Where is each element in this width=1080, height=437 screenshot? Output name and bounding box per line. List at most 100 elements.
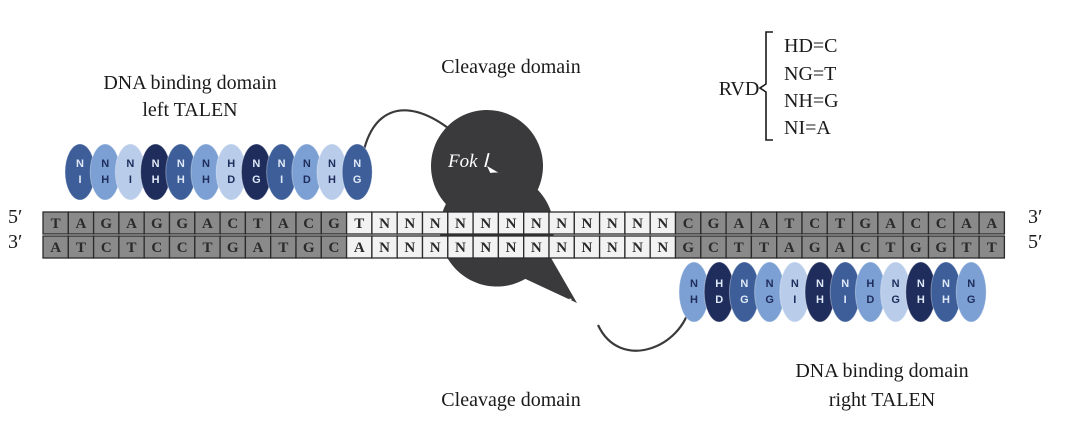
left-talen-title-line1: DNA binding domain — [103, 72, 276, 94]
repeat-rvd-top: N — [917, 278, 925, 290]
repeat-rvd-bottom: H — [690, 294, 698, 306]
dna-bottom-base: T — [76, 240, 86, 256]
dna-top-base: C — [303, 216, 314, 232]
dna-bottom-base: A — [784, 240, 795, 256]
left-tale-repeat: NH — [190, 143, 222, 201]
right-tale-repeat: NI — [779, 261, 811, 323]
repeat-rvd-bottom: H — [917, 294, 925, 306]
dna-top-base: C — [683, 216, 694, 232]
right-tale-repeat: NH — [930, 261, 962, 323]
repeat-oval — [341, 143, 373, 201]
dna-bottom-base: T — [886, 240, 896, 256]
dna-bottom-base: N — [480, 240, 491, 256]
rvd-legend-title: RVD — [719, 78, 760, 100]
dna-bottom-base: C — [860, 240, 871, 256]
dna-top-base: A — [202, 216, 213, 232]
dna-top-base: A — [76, 216, 87, 232]
right-tale-repeat: NG — [754, 261, 786, 323]
rvd-legend-item: NI=A — [784, 117, 831, 139]
dna-top-base: A — [986, 216, 997, 232]
left-tale-repeat: NI — [266, 143, 298, 201]
dna-top-base: N — [506, 216, 517, 232]
repeat-rvd-bottom: G — [252, 174, 261, 186]
dna-bottom-base: T — [987, 240, 997, 256]
dna-bottom-base: T — [127, 240, 137, 256]
dna-base-cell — [978, 211, 1006, 235]
top-strand-3prime: 3′ — [1028, 206, 1042, 228]
repeat-rvd-bottom: H — [101, 174, 109, 186]
repeat-rvd-bottom: H — [942, 294, 950, 306]
repeat-rvd-bottom: H — [328, 174, 336, 186]
dna-bottom-base: N — [455, 240, 466, 256]
dna-top-base: T — [784, 216, 794, 232]
bottom-strand-5prime: 5′ — [1028, 231, 1042, 253]
dna-bottom-base: T — [759, 240, 769, 256]
dna-bottom-base: N — [430, 240, 441, 256]
repeat-rvd-bottom: D — [866, 294, 874, 306]
repeat-rvd-bottom: G — [353, 174, 362, 186]
dna-bottom-base: A — [253, 240, 264, 256]
dna-bottom-base: C — [101, 240, 112, 256]
repeat-rvd-top: H — [866, 278, 874, 290]
repeat-rvd-bottom: D — [303, 174, 311, 186]
dna-top-base: A — [759, 216, 770, 232]
dna-bottom-base: T — [278, 240, 288, 256]
dna-bottom-base: N — [556, 240, 567, 256]
dna-bottom-base: G — [303, 240, 315, 256]
dna-bottom-base: G — [809, 240, 821, 256]
repeat-rvd-top: H — [227, 158, 235, 170]
dna-top-base: A — [885, 216, 896, 232]
dna-bottom-base: N — [531, 240, 542, 256]
dna-top-base: A — [961, 216, 972, 232]
dna-top-base: N — [404, 216, 415, 232]
dna-bottom-base: A — [835, 240, 846, 256]
repeat-rvd-bottom: I — [844, 294, 847, 306]
repeat-rvd-top: N — [76, 158, 84, 170]
right-tale-repeat: NI — [829, 261, 861, 323]
dna-top-base: N — [455, 216, 466, 232]
dna-bottom-base: T — [734, 240, 744, 256]
repeat-rvd-top: N — [766, 278, 774, 290]
cleavage-label-bottom: Cleavage domain — [441, 389, 580, 411]
dna-bottom-base: C — [708, 240, 719, 256]
repeat-rvd-bottom: I — [129, 174, 132, 186]
repeat-oval — [955, 261, 987, 323]
dna-bottom-base: C — [177, 240, 188, 256]
repeat-rvd-top: N — [101, 158, 109, 170]
dna-top-base: N — [430, 216, 441, 232]
dna-bottom-base: T — [202, 240, 212, 256]
repeat-rvd-top: H — [715, 278, 723, 290]
right-tale-repeat: HD — [703, 261, 735, 323]
repeat-rvd-top: N — [126, 158, 134, 170]
dna-top-base: A — [126, 216, 137, 232]
dna-bottom-base: A — [50, 240, 61, 256]
repeat-rvd-bottom: G — [765, 294, 774, 306]
dna-top-base: G — [859, 216, 871, 232]
repeat-rvd-bottom: I — [280, 174, 283, 186]
dna-top-base: G — [176, 216, 188, 232]
repeat-rvd-bottom: H — [177, 174, 185, 186]
dna-top-base: T — [51, 216, 61, 232]
dna-top-base: N — [480, 216, 491, 232]
dna-top-base: T — [354, 216, 364, 232]
dna-top-base: A — [278, 216, 289, 232]
repeat-rvd-top: N — [791, 278, 799, 290]
dna-top-base: T — [253, 216, 263, 232]
repeat-rvd-top: N — [353, 158, 361, 170]
dna-bottom-base: G — [935, 240, 947, 256]
dna-bottom-base: G — [227, 240, 239, 256]
dna-bottom-base: C — [151, 240, 162, 256]
rvd-legend: RVD HD=C NG=T NH=G NI=A — [719, 31, 839, 141]
repeat-rvd-bottom: H — [202, 174, 210, 186]
fok-i-label-bottom: Fok Ⅰ — [545, 296, 588, 317]
dna-bottom-base: T — [961, 240, 971, 256]
repeat-rvd-bottom: I — [793, 294, 796, 306]
left-tale-repeat: NG — [341, 143, 373, 201]
dna-bottom-base: N — [632, 240, 643, 256]
dna-bottom-base: C — [329, 240, 340, 256]
dna-top-base: G — [708, 216, 720, 232]
bottom-strand-3prime: 3′ — [8, 231, 22, 253]
